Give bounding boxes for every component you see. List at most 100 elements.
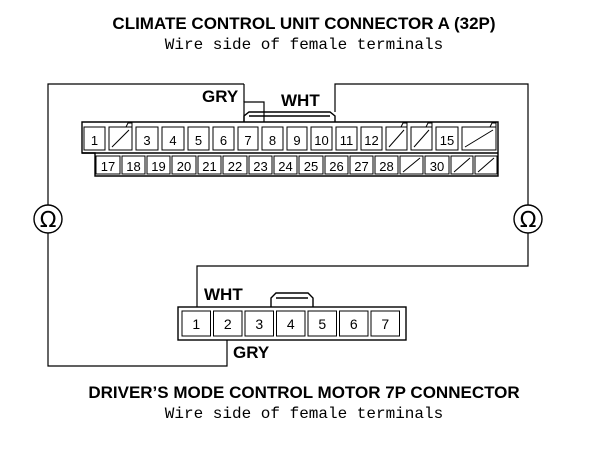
top-row2-cavity	[450, 155, 474, 175]
top-row1-cavity	[237, 126, 259, 151]
top-row2-cavity	[399, 155, 424, 175]
top-row1-pin-label: 7	[244, 133, 251, 148]
bottom-pin-cavity	[339, 310, 369, 337]
top-row2-pin-label: 20	[177, 159, 191, 174]
wht-wire-top	[334, 83, 529, 205]
top-row1-cavity	[360, 126, 383, 151]
top-row2-pin-label: 17	[101, 159, 115, 174]
top-row2-plug	[402, 157, 421, 173]
top-row2-cavity	[95, 155, 121, 175]
top-row2-cavity	[222, 155, 248, 175]
left-probe-wire-lower	[47, 233, 228, 367]
top-row1-pin-label: 15	[440, 133, 454, 148]
bottom-pin-label: 6	[350, 316, 358, 332]
top-connector-subtitle: Wire side of female terminals	[164, 36, 444, 54]
top-row1-pin-label: 8	[269, 133, 276, 148]
top-row2-pin-label: 25	[304, 159, 318, 174]
top-row1-cavity	[310, 126, 333, 151]
top-row2-pin-label: 23	[253, 159, 267, 174]
top-row1-pin-label: 4	[169, 133, 176, 148]
top-row1-cavity	[410, 126, 433, 151]
top-row2-cavity	[171, 155, 197, 175]
bottom-pin-label: 7	[381, 316, 389, 332]
top-row2-cavity	[248, 155, 273, 175]
top-row2-pin-label: 28	[379, 159, 393, 174]
top-row1-pin-label: 11	[340, 133, 354, 148]
top-row1-tab	[425, 122, 433, 128]
top-row1-plug	[388, 129, 405, 148]
top-row2-plug	[477, 157, 495, 173]
top-row2-cavity	[298, 155, 324, 175]
ohmmeter-left: Ω	[33, 204, 63, 234]
top-row1-cavity	[261, 126, 284, 151]
top-row1-cavity	[83, 126, 106, 151]
top-row1-tab	[489, 122, 497, 128]
gry-label-top: GRY	[202, 87, 239, 106]
wht-label-bottom: WHT	[204, 285, 243, 304]
top-row1-cavity	[286, 126, 308, 151]
top-row2-pin-label: 19	[151, 159, 165, 174]
top-row2-pin-label: 18	[126, 159, 140, 174]
ohm-symbol-left: Ω	[40, 208, 57, 233]
top-row1-cavity	[187, 126, 210, 151]
top-row1-cavity	[385, 126, 408, 151]
top-row1-pin-label: 10	[314, 133, 328, 148]
left-probe-wire	[47, 83, 244, 205]
top-row2-pin-label: 27	[354, 159, 368, 174]
bottom-pin-cavity	[307, 310, 337, 337]
top-row1-cavity	[435, 126, 459, 151]
bottom-pin-cavity	[276, 310, 306, 337]
top-row1-plug	[111, 129, 130, 148]
top-row1-tab	[125, 122, 133, 128]
top-row1-pin-label: 12	[364, 133, 378, 148]
bottom-pin-label: 3	[255, 316, 263, 332]
bottom-connector-title: DRIVER’S MODE CONTROL MOTOR 7P CONNECTOR	[88, 383, 520, 402]
top-row2-cavity	[121, 155, 146, 175]
top-row1-cavity	[461, 126, 497, 151]
bottom-pin-label: 5	[318, 316, 326, 332]
gry-label-bottom: GRY	[233, 343, 270, 362]
top-row2-cavity	[349, 155, 374, 175]
top-row1-pin-label: 6	[220, 133, 227, 148]
top-row2-cavity	[273, 155, 298, 175]
top-row1-pin-label: 5	[195, 133, 202, 148]
bottom-connector-subtitle: Wire side of female terminals	[164, 405, 444, 423]
top-row1-plug	[464, 129, 494, 148]
top-row1-tab	[400, 122, 408, 128]
top-row1-pin-label: 3	[143, 133, 150, 148]
top-row2-pin-label: 26	[329, 159, 343, 174]
top-row2-cavity	[424, 155, 450, 175]
ohmmeter-right: Ω	[513, 204, 543, 234]
top-row1-cavity	[108, 126, 133, 151]
top-row2-cavity	[324, 155, 349, 175]
wht-label-top: WHT	[281, 91, 320, 110]
top-connector-latch	[243, 111, 336, 122]
bottom-pin-cavity	[213, 310, 243, 337]
bottom-pin-cavity	[181, 310, 211, 337]
gry-wire-top	[243, 101, 265, 122]
bottom-pin-label: 2	[224, 316, 232, 332]
top-row1-plug	[413, 129, 430, 148]
right-probe-wire-lower	[196, 233, 529, 307]
top-row1-cavity	[161, 126, 185, 151]
bottom-pin-cavity	[244, 310, 274, 337]
top-row2-cavity	[197, 155, 222, 175]
top-row1-pin-label: 1	[91, 133, 98, 148]
top-row2-pin-label: 21	[202, 159, 216, 174]
top-row1-cavity	[135, 126, 159, 151]
ohm-symbol-right: Ω	[520, 208, 537, 233]
top-row2-cavity	[474, 155, 498, 175]
top-row2-cavity	[146, 155, 171, 175]
bottom-pin-label: 1	[192, 316, 200, 332]
bottom-pin-label: 4	[287, 316, 295, 332]
bottom-connector-latch	[270, 292, 314, 307]
top-row1-pin-label: 9	[293, 133, 300, 148]
top-row2-pin-label: 30	[430, 159, 444, 174]
top-row2-pin-label: 24	[278, 159, 292, 174]
top-row2-cavity	[374, 155, 399, 175]
top-connector-title: CLIMATE CONTROL UNIT CONNECTOR A (32P)	[112, 14, 496, 33]
top-row1-cavity	[335, 126, 358, 151]
top-row2-plug	[453, 157, 471, 173]
bottom-connector-body	[177, 306, 407, 341]
